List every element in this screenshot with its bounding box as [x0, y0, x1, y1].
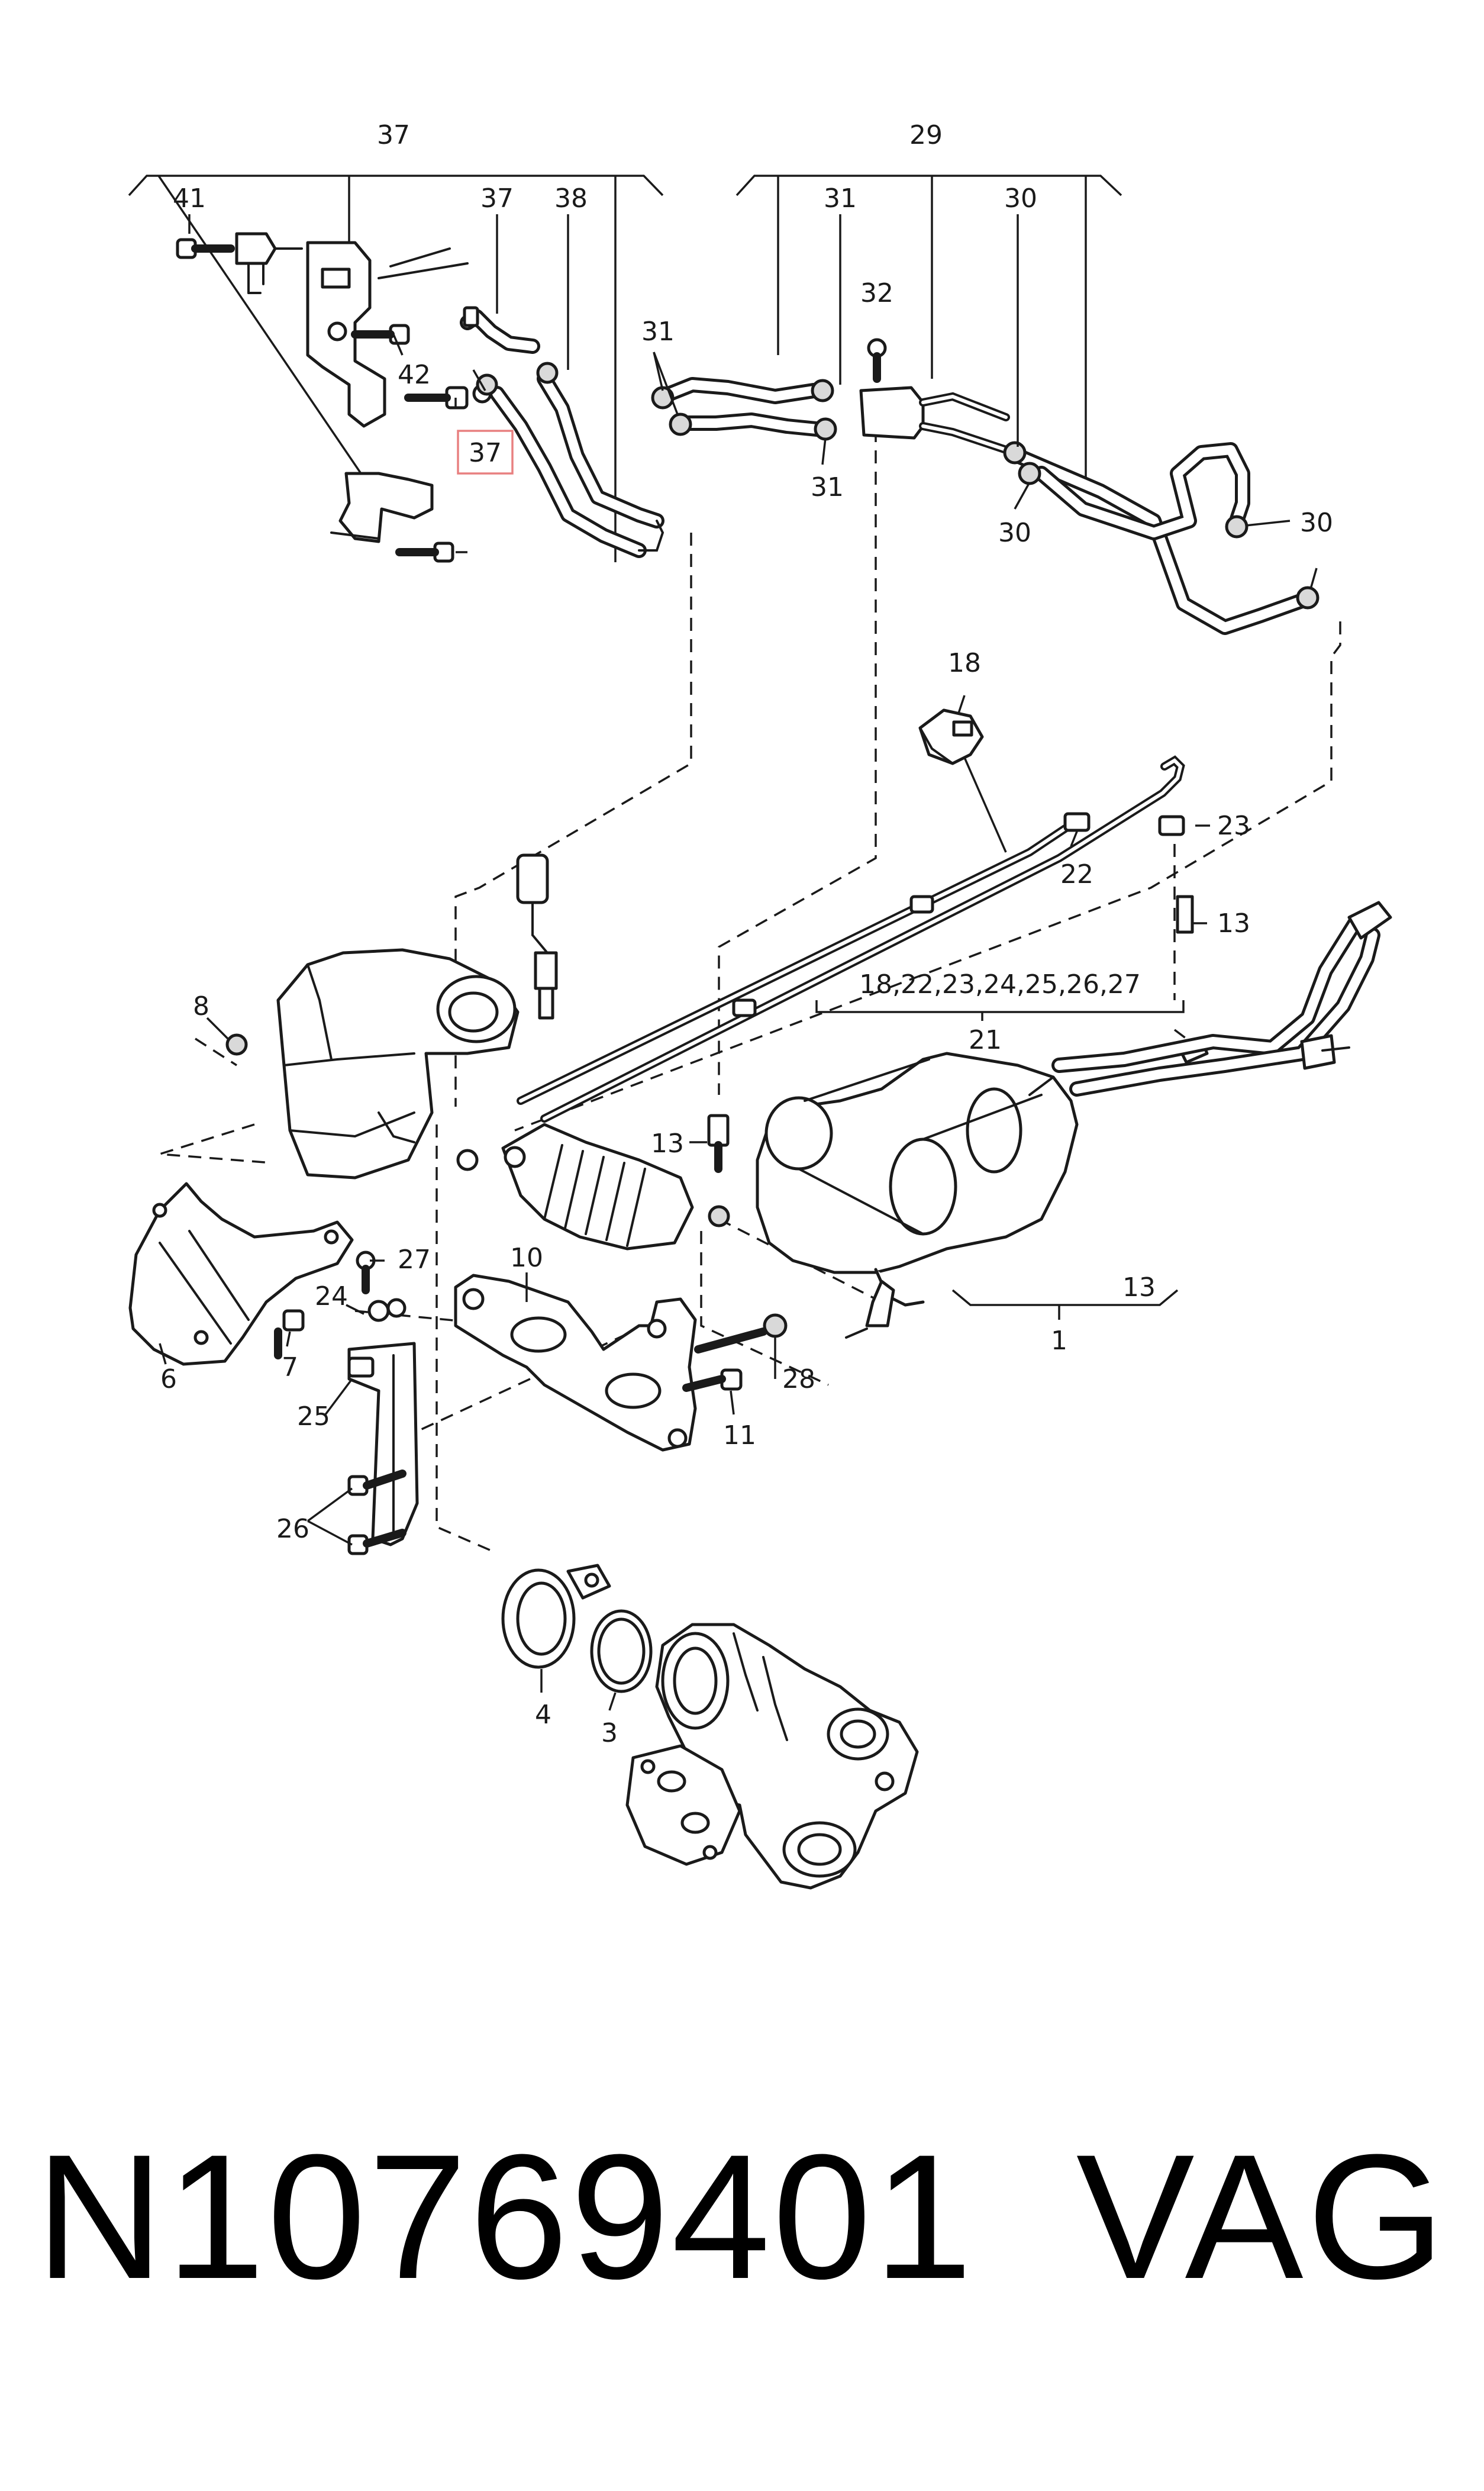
catalytic-converter-icon — [276, 948, 520, 1180]
callout-13-lower: 13 — [1122, 1272, 1156, 1303]
callout-37-highlighted: 37 — [469, 438, 502, 468]
callout-18: 18 — [948, 648, 981, 678]
callout-11: 11 — [723, 1420, 756, 1451]
part-number-label: N10769401 — [36, 2117, 975, 2316]
callout-36: 37 — [480, 183, 514, 214]
bolt-38-icon — [176, 238, 235, 259]
exhaust-parts-diagram: 37 37 29 41 37 38 31 30 32 31 42 31 30 3… — [128, 120, 1392, 1890]
hose-37-icon — [476, 362, 664, 558]
callout-3: 3 — [601, 1718, 618, 1748]
lambda-probe-icon — [516, 853, 558, 1020]
callout-40: 42 — [398, 360, 431, 390]
sensor-bracket-assembly — [235, 232, 469, 428]
screw-27-icon — [356, 1251, 376, 1294]
callout-30-right: 30 — [1300, 508, 1333, 538]
hose-36-icon — [460, 306, 540, 354]
callout-18-group: 18,22,23,24,25,26,27 — [859, 969, 1141, 1000]
callout-10: 10 — [510, 1243, 543, 1273]
callout-6: 6 — [160, 1364, 177, 1394]
bracket-10-icon — [454, 1274, 697, 1452]
sensor-13-center-icon — [707, 1114, 730, 1173]
highlight-frame — [457, 430, 514, 475]
callout-7: 7 — [282, 1352, 298, 1383]
bolt-26-icon — [347, 1470, 407, 1555]
callout-13-center: 13 — [651, 1129, 684, 1159]
callout-1: 1 — [1051, 1326, 1067, 1356]
pressure-pipes — [517, 755, 1209, 1123]
leader-lines — [159, 214, 1318, 1711]
turbocharger-icon — [625, 1623, 919, 1890]
callout-labels: 37 29 41 37 38 31 30 32 31 42 31 30 30 1… — [160, 120, 1333, 1748]
callout-29: 29 — [909, 120, 943, 150]
pipe-21-icon — [1051, 901, 1392, 1097]
callout-31-left: 31 — [641, 317, 675, 347]
flex-pipe-icon — [456, 1123, 730, 1251]
callout-28: 28 — [782, 1364, 815, 1394]
callout-23: 23 — [1217, 811, 1250, 841]
callout-31-bottom: 31 — [811, 472, 844, 502]
group-34-bracket — [128, 175, 664, 562]
callout-24: 24 — [315, 1281, 348, 1311]
nut-8-icon — [225, 1033, 248, 1056]
heat-shield-6-icon — [128, 1182, 354, 1366]
callout-30-lower: 30 — [998, 518, 1031, 548]
callout-4: 4 — [535, 1700, 551, 1730]
callout-32: 32 — [860, 278, 893, 308]
bolt-40-icon — [351, 324, 410, 345]
sensor-18-icon — [918, 708, 984, 765]
nut-28-icon — [694, 1313, 788, 1354]
callout-22: 22 — [1060, 859, 1093, 890]
callout-34: 37 — [377, 120, 410, 150]
callout-25: 25 — [297, 1401, 330, 1432]
callout-26: 26 — [276, 1514, 309, 1544]
catalyst-body-1-icon — [756, 1052, 1079, 1307]
gasket-3-icon — [590, 1609, 653, 1693]
brand-label: VAG — [1076, 2117, 1448, 2316]
callout-8: 8 — [193, 991, 209, 1021]
heat-shield-42-icon — [330, 472, 454, 563]
clamp-4-icon — [501, 1564, 611, 1669]
group-29-bracket — [735, 175, 1122, 485]
bolt-11-icon — [682, 1368, 743, 1392]
clamp-pipe-lower-icon — [845, 1280, 895, 1339]
callout-13-right: 13 — [1217, 908, 1250, 939]
bracket-24-icon — [347, 1298, 419, 1546]
callout-38: 41 — [173, 183, 206, 214]
hose-29-assembly — [651, 377, 1320, 635]
highlight-37-box[interactable]: 37 — [457, 430, 514, 475]
callout-30-top: 30 — [1004, 183, 1037, 214]
screw-32-icon — [867, 338, 887, 383]
callout-37: 38 — [554, 183, 588, 214]
callout-21: 21 — [969, 1025, 1002, 1055]
callout-31-top: 31 — [824, 183, 857, 214]
bolt-7-icon — [274, 1309, 305, 1359]
callout-27: 27 — [398, 1245, 431, 1275]
